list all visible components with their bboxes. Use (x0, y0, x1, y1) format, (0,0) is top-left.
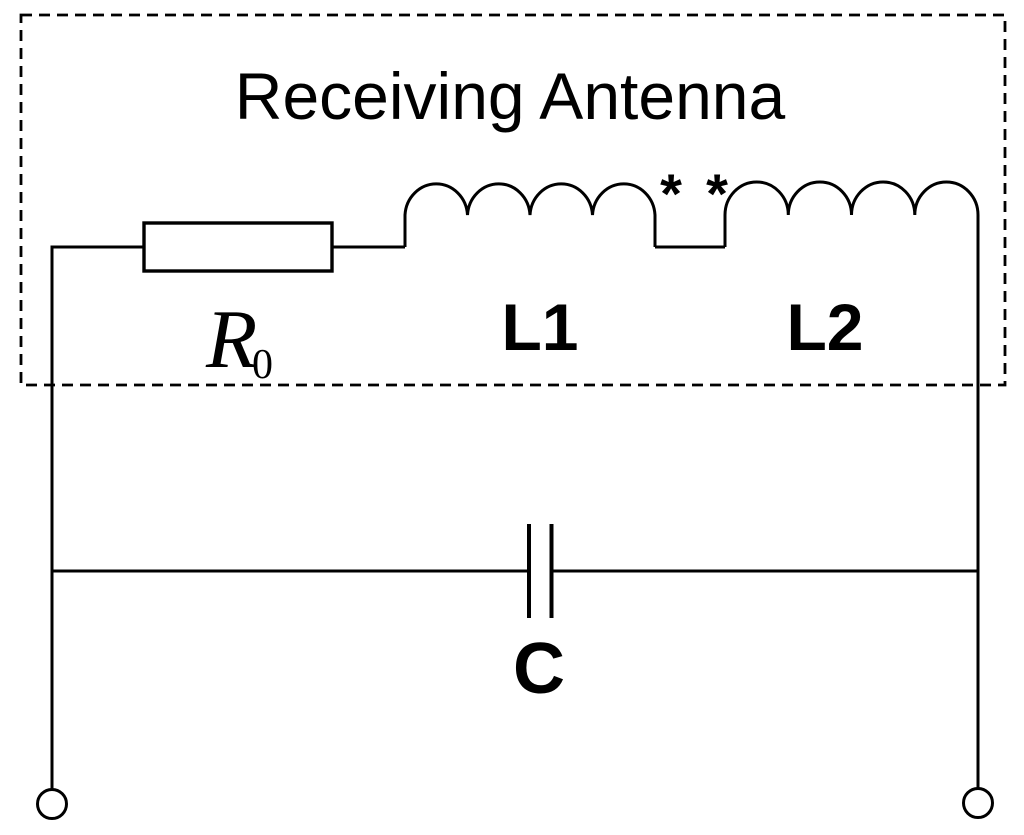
inductor-l1-symbol (403, 182, 657, 247)
inductor-l2-symbol (723, 180, 980, 247)
coupling-marker-right-icon: * (706, 162, 728, 225)
terminal-right (962, 787, 994, 819)
resistor-r0-label: R (205, 293, 257, 386)
resistor-r0-subscript: 0 (252, 342, 273, 388)
resistor-r0-symbol (142, 221, 334, 273)
inductor-l2-label: L2 (786, 290, 863, 364)
inductor-l1-label: L1 (501, 290, 578, 364)
wire-left-branch (50, 245, 144, 789)
capacitor-c-label: C (513, 629, 565, 709)
antenna-boundary-box (19, 13, 1007, 387)
diagram-title: Receiving Antenna (235, 59, 786, 133)
coupling-marker-left-icon: * (660, 162, 682, 225)
terminal-left (36, 788, 68, 820)
